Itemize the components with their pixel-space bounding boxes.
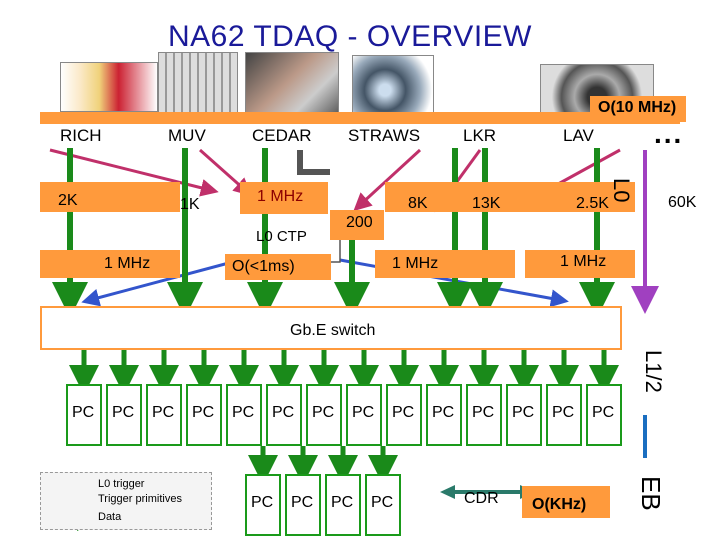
data-rate-lkr: 1 MHz: [392, 255, 439, 272]
pc-node-label: PC: [152, 404, 175, 421]
pc-node-label: PC: [392, 404, 415, 421]
level-label-l0: L0: [609, 178, 634, 203]
pc-node: [466, 384, 502, 446]
rate-rich: 2K: [58, 192, 78, 209]
pc-node-label: PC: [272, 404, 295, 421]
legend-item-l0-trigger: L0 trigger: [98, 478, 145, 490]
pc-node: [186, 384, 222, 446]
straws-detector-image: [352, 55, 434, 119]
pc-node: [106, 384, 142, 446]
rate-lkr-box: [385, 182, 525, 212]
more-detectors-ellipsis: ...: [654, 118, 684, 149]
rate-cedar: 1 MHz: [257, 188, 304, 205]
total-rate-label: O(10 MHz): [598, 99, 677, 116]
rate-total: 60K: [668, 194, 697, 211]
eb-pc-node: [245, 474, 281, 536]
eb-pc-node-label: PC: [291, 494, 314, 511]
pc-node-label: PC: [192, 404, 215, 421]
pc-node: [426, 384, 462, 446]
detector-cedar: CEDAR: [252, 126, 312, 145]
pc-node-label: PC: [232, 404, 255, 421]
pc-node-label: PC: [472, 404, 495, 421]
eb-pc-node: [365, 474, 401, 536]
eb-pc-node: [285, 474, 321, 536]
cedar-detector-image: [245, 52, 339, 118]
straws-pipe: [297, 150, 330, 175]
rate-straws: 200: [346, 214, 373, 231]
cdr-label: CDR: [464, 490, 499, 507]
primitive-arrow-straws: [353, 148, 422, 212]
pc-node: [386, 384, 422, 446]
gbe-switch: [40, 306, 622, 350]
pc-node-label: PC: [72, 404, 95, 421]
eb-pc-node-label: PC: [331, 494, 354, 511]
data-rate-lkr-box: [375, 250, 515, 278]
pc-node: [226, 384, 262, 446]
eb-rate: O(KHz): [532, 496, 587, 513]
detector-rich: RICH: [60, 126, 102, 145]
eb-pc-node-label: PC: [251, 494, 274, 511]
eb-pc-node: [325, 474, 361, 536]
l0ctp-latency: O(<1ms): [232, 258, 295, 275]
pc-node: [346, 384, 382, 446]
rate-cedar-box: [240, 182, 328, 214]
rate-lav: 2.5K: [576, 195, 609, 212]
pc-node: [306, 384, 342, 446]
pc-node: [66, 384, 102, 446]
detector-lkr: LKR: [463, 126, 497, 145]
level-label-l12: L1/2: [641, 350, 666, 393]
pc-node: [146, 384, 182, 446]
l0-trigger-arrow-rich: [81, 258, 241, 307]
rate-lkr2: 13K: [472, 195, 501, 212]
pc-node-label: PC: [312, 404, 335, 421]
l0ctp-label: L0 CTP: [256, 228, 307, 245]
pc-node-label: PC: [592, 404, 615, 421]
primitive-arrow-muv: [199, 148, 252, 196]
rate-lav-box: [525, 182, 635, 212]
rate-rich-box: [40, 182, 180, 212]
legend-item-data: Data: [98, 511, 122, 523]
legend-item-primitives: Trigger primitives: [98, 493, 182, 505]
detector-straws: STRAWS: [348, 126, 421, 145]
pc-node-label: PC: [352, 404, 375, 421]
cdr-arrow: [440, 485, 535, 499]
page-title: NA62 TDAQ - OVERVIEW: [168, 20, 532, 53]
pc-node: [546, 384, 582, 446]
rate-straws-box: [330, 210, 384, 240]
pc-node-label: PC: [432, 404, 455, 421]
data-rate-rich-box: [40, 250, 180, 278]
detector-muv: MUV: [168, 126, 206, 145]
legend: [40, 472, 212, 530]
pc-node: [586, 384, 622, 446]
data-rate-lav: 1 MHz: [560, 253, 607, 270]
eb-rate-box: [522, 486, 610, 518]
detector-lav: LAV: [563, 126, 594, 145]
data-rate-rich: 1 MHz: [104, 255, 151, 272]
level-label-eb: EB: [636, 476, 666, 511]
total-rate-badge: [590, 96, 686, 122]
pc-node: [506, 384, 542, 446]
eb-pc-node-label: PC: [371, 494, 394, 511]
pc-node-label: PC: [112, 404, 135, 421]
l0ctp-latency-box: [225, 254, 331, 280]
pc-node: [266, 384, 302, 446]
rate-muv: 1K: [180, 196, 200, 213]
rate-lkr: 8K: [408, 195, 428, 212]
gbe-switch-label: Gb.E switch: [290, 322, 376, 339]
data-rate-lav-box: [525, 250, 635, 278]
pc-node-label: PC: [552, 404, 575, 421]
pc-node-label: PC: [512, 404, 535, 421]
total-rate-bar: [40, 112, 680, 124]
rich-detector-image: [60, 62, 158, 112]
